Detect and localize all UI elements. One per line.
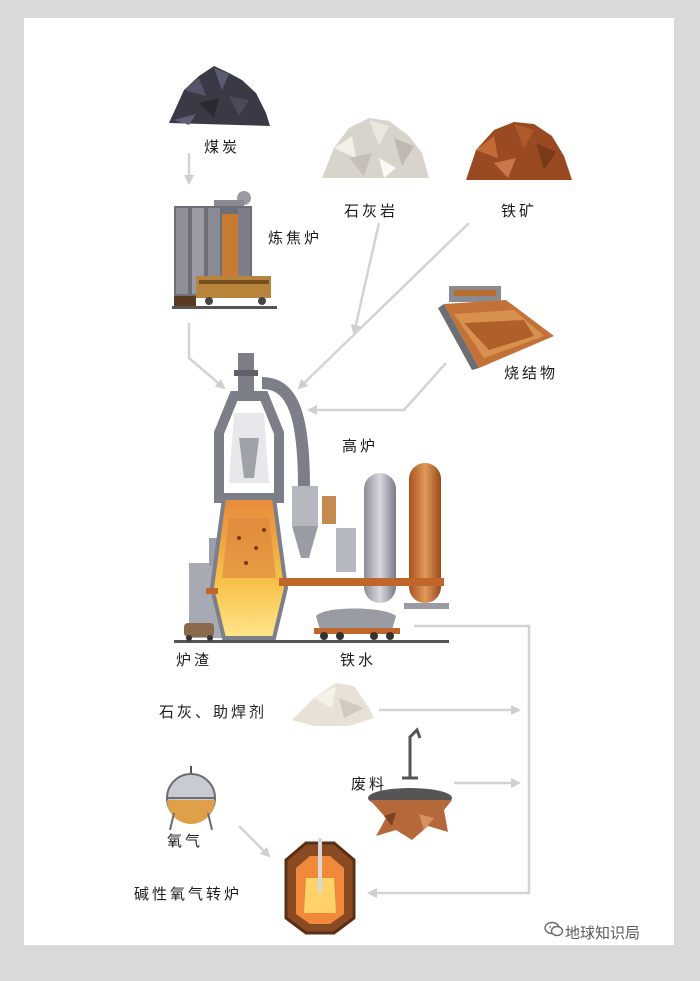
oxygen-tank-icon	[166, 766, 216, 831]
label-blast-furnace: 高炉	[342, 437, 379, 455]
arrow-coke-to-furnace	[187, 323, 226, 390]
flow-arrows	[184, 153, 531, 898]
label-lime-flux: 石灰、助焊剂	[159, 703, 268, 721]
blast-furnace-icon	[174, 353, 449, 643]
label-iron-ore: 铁矿	[501, 202, 538, 220]
scrap-magnet-icon	[368, 727, 452, 840]
label-coal: 煤炭	[204, 138, 241, 156]
label-oxygen: 氧气	[167, 832, 204, 850]
wechat-icon	[544, 921, 564, 937]
label-slag: 炉渣	[176, 651, 213, 669]
coke-oven-icon	[172, 191, 277, 309]
lime-flux-pile-icon	[292, 683, 374, 726]
label-bof: 碱性氧气转炉	[134, 885, 243, 903]
label-scrap: 废料	[351, 775, 388, 793]
limestone-pile-icon	[322, 118, 429, 178]
arrow-ore-to-furnace	[297, 222, 470, 390]
arrow-limestone-to-furnace	[350, 222, 381, 335]
iron-ore-pile-icon	[466, 122, 572, 180]
arrow-sinter-to-furnace	[307, 362, 447, 415]
label-molten-iron: 铁水	[340, 651, 377, 669]
arrow-oxygen-to-bof	[238, 825, 271, 858]
coal-pile-icon	[169, 66, 270, 126]
arrow-iron-to-bof	[367, 624, 531, 898]
bof-converter-icon	[284, 838, 356, 935]
diagram-canvas: 煤炭 炼焦炉 石灰岩 铁矿 烧结物 高炉 炉渣 铁水 石灰、助焊剂 废料 氧气 …	[24, 18, 674, 945]
label-limestone: 石灰岩	[344, 202, 399, 220]
watermark-text: 地球知识局	[565, 924, 641, 942]
illustration	[166, 66, 572, 935]
label-coke-oven: 炼焦炉	[268, 229, 323, 247]
sinter-conveyor-icon	[438, 286, 554, 370]
label-sinter: 烧结物	[504, 364, 559, 382]
